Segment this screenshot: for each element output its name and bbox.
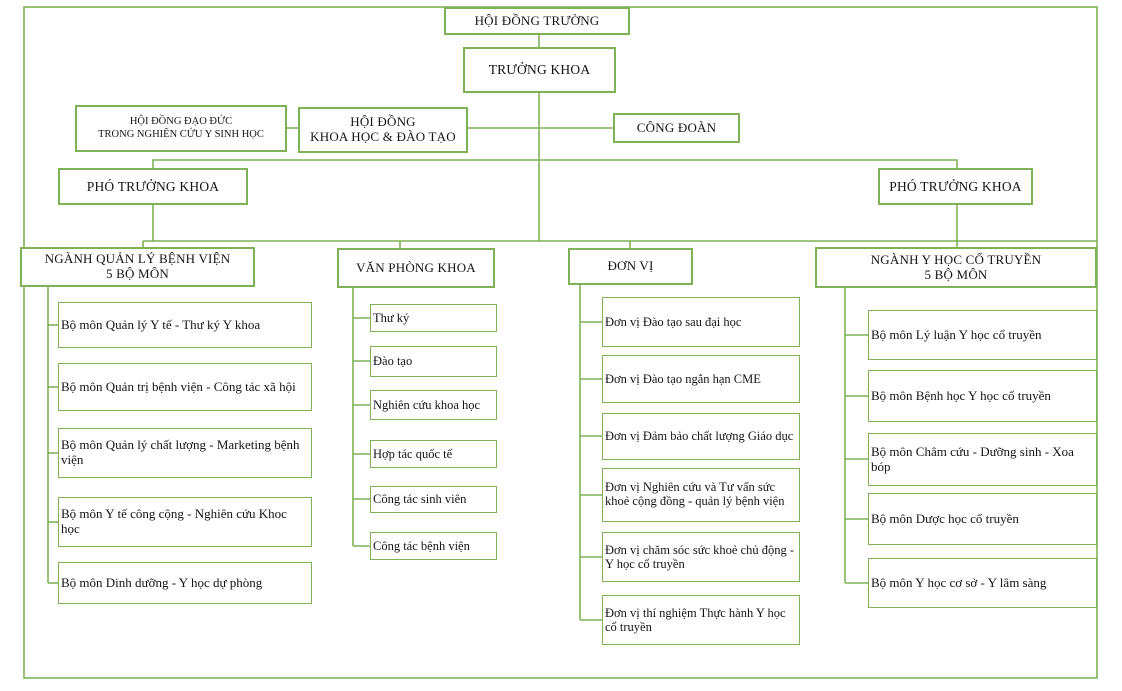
- dept-item: Bộ môn Quản lý Y tế - Thư ký Y khoa: [58, 302, 312, 348]
- node-school-council: HỘI ĐỒNG TRƯỜNG: [444, 7, 630, 35]
- unit-item: Đơn vị Nghiên cứu và Tư vấn sức khoẻ cộn…: [602, 468, 800, 522]
- dept-item: Bộ môn Dinh dưỡng - Y học dự phòng: [58, 562, 312, 604]
- node-union: CÔNG ĐOÀN: [613, 113, 740, 143]
- column-header-units: ĐƠN VỊ: [568, 248, 693, 285]
- office-item: Nghiên cứu khoa học: [370, 390, 497, 420]
- dept-item: Bộ môn Quản trị bệnh viện - Công tác xã …: [58, 363, 312, 411]
- office-item: Đào tạo: [370, 346, 497, 377]
- office-item: Công tác bệnh viện: [370, 532, 497, 560]
- unit-item: Đơn vị thí nghiệm Thực hành Y học cổ tru…: [602, 595, 800, 645]
- dept-item: Bộ môn Bệnh học Y học cổ truyền: [868, 370, 1097, 422]
- node-science-training-council: HỘI ĐỒNG KHOA HỌC & ĐÀO TẠO: [298, 107, 468, 153]
- office-item: Hợp tác quốc tế: [370, 440, 497, 468]
- node-dean: TRƯỞNG KHOA: [463, 47, 616, 93]
- unit-item: Đơn vị chăm sóc sức khoẻ chủ động - Y họ…: [602, 532, 800, 582]
- dept-item: Bộ môn Lý luận Y học cổ truyền: [868, 310, 1097, 360]
- column-header-hospital-management: NGÀNH QUẢN LÝ BỆNH VIỆN 5 BỘ MÔN: [20, 247, 255, 287]
- node-vice-dean-right: PHÓ TRƯỞNG KHOA: [878, 168, 1033, 205]
- node-vice-dean-left: PHÓ TRƯỞNG KHOA: [58, 168, 248, 205]
- office-item: Công tác sinh viên: [370, 486, 497, 513]
- dept-item: Bộ môn Quản lý chất lượng - Marketing bệ…: [58, 428, 312, 478]
- dept-item: Bộ môn Y tế công cộng - Nghiên cứu Khoc …: [58, 497, 312, 547]
- dept-item: Bộ môn Y học cơ sở - Y lâm sàng: [868, 558, 1097, 608]
- dept-item: Bộ môn Châm cứu - Dưỡng sinh - Xoa bóp: [868, 433, 1097, 486]
- unit-item: Đơn vị Đào tạo sau đại học: [602, 297, 800, 347]
- unit-item: Đơn vị Đảm bảo chất lượng Giáo dục: [602, 413, 800, 460]
- dept-item: Bộ môn Dược học cổ truyền: [868, 493, 1097, 545]
- column-header-faculty-office: VĂN PHÒNG KHOA: [337, 248, 495, 288]
- node-ethics-board: HỘI ĐỒNG ĐẠO ĐỨC TRONG NGHIÊN CỨU Y SINH…: [75, 105, 287, 152]
- office-item: Thư ký: [370, 304, 497, 332]
- column-header-traditional-medicine: NGÀNH Y HỌC CỔ TRUYỀN 5 BỘ MÔN: [815, 247, 1097, 288]
- unit-item: Đơn vị Đào tạo ngắn hạn CME: [602, 355, 800, 403]
